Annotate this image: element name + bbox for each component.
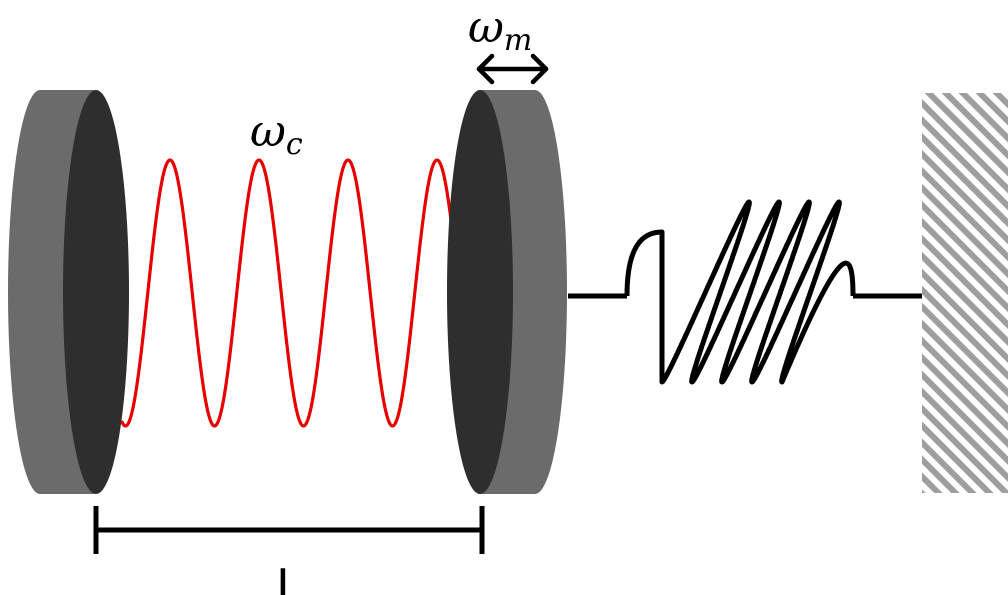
right-mirror — [447, 90, 567, 494]
cavity-length-label: L — [276, 559, 302, 595]
fixed-wall — [922, 93, 1008, 493]
spring-coil — [624, 199, 856, 385]
mechanical-frequency-label: ωm — [468, 2, 532, 58]
cavity-light-wave — [120, 158, 458, 428]
left-mirror — [8, 90, 129, 494]
cavity-length-bracket — [93, 506, 485, 554]
double-headed-arrow-icon — [476, 53, 549, 85]
cavity-frequency-label: ωc — [250, 106, 303, 162]
